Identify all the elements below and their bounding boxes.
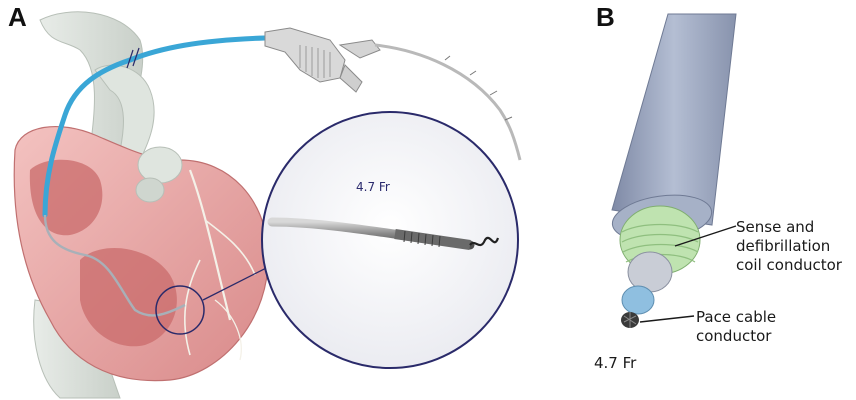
zoom-source-circle [155,285,205,335]
lead-tip-zoom [261,111,519,369]
zoom-size-label: 4.7 Fr [356,180,390,194]
coil-conductor-label: Sense and defibrillation coil conductor [736,218,842,274]
lead-size-label: 4.7 Fr [594,354,637,372]
pace-cable-label: Pace cable conductor [696,308,777,345]
lead-cross-section [611,13,737,328]
panel-a-letter: A [8,2,27,32]
panel-b-letter: B [596,2,615,32]
heart-illustration [13,11,269,399]
catheter-handle [126,27,522,161]
